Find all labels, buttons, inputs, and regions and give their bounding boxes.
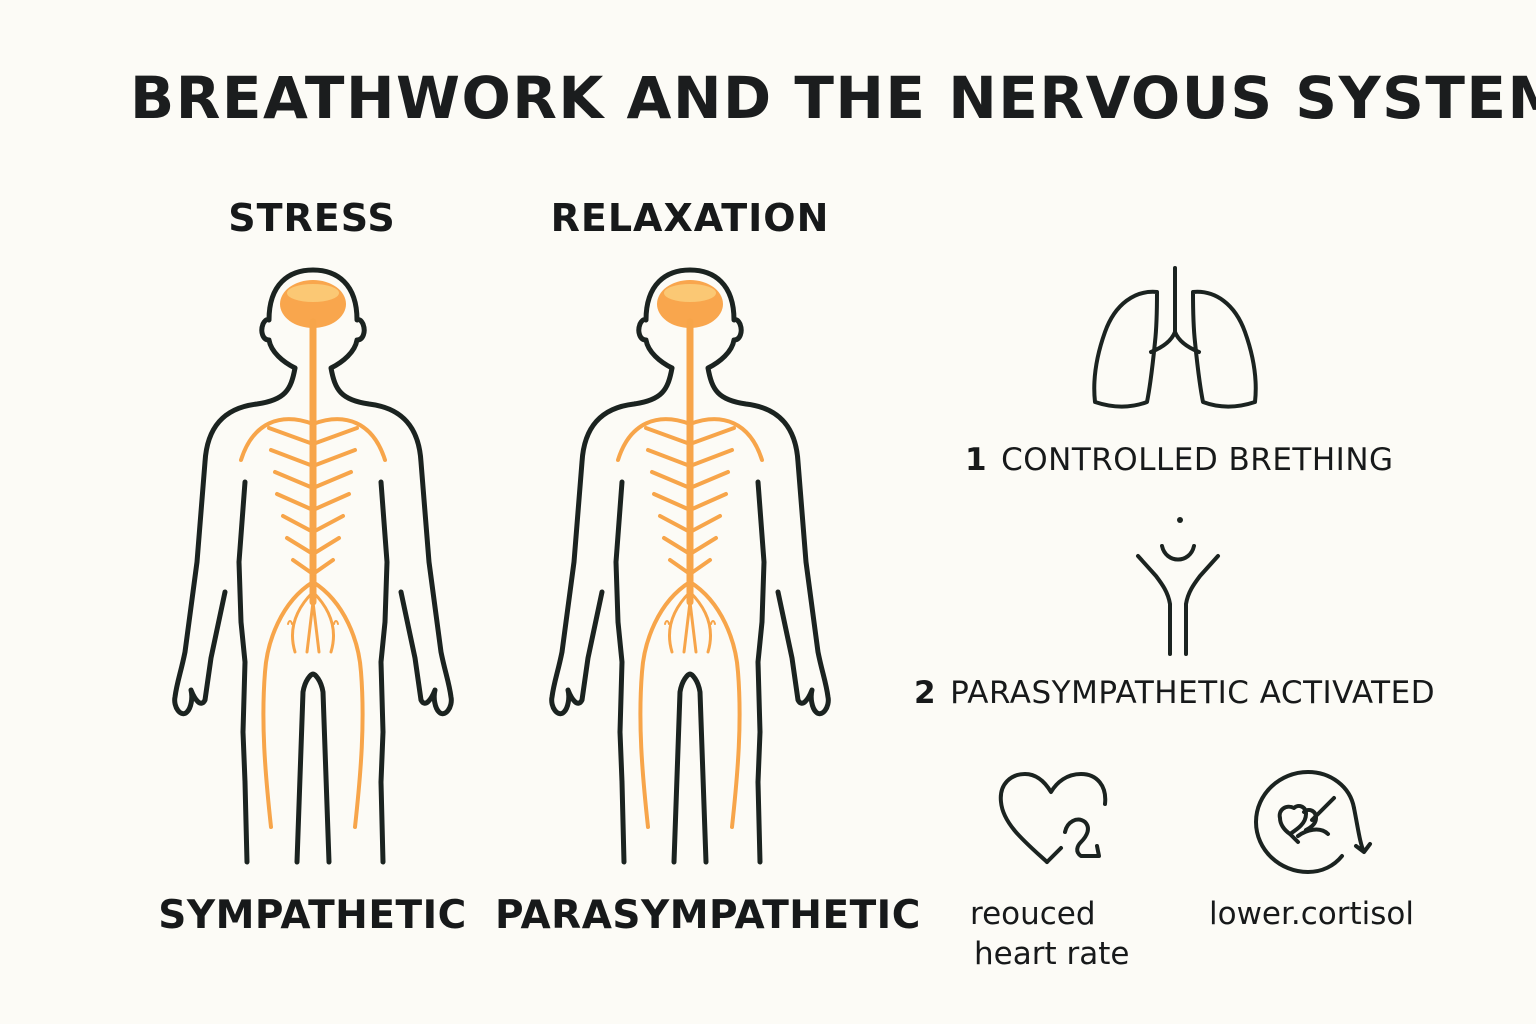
- stress-body-figure: [172, 267, 454, 865]
- outcome-line-2: heart rate: [974, 936, 1130, 972]
- heart-icon: [998, 772, 1108, 864]
- cortisol-icon: [1254, 770, 1372, 874]
- relaxation-body-figure: [549, 267, 831, 865]
- step-number: 1: [965, 442, 988, 478]
- step-parasympathetic-activated: 2 PARASYMPATHETIC ACTIVATED: [914, 675, 1435, 711]
- relaxation-heading: RELAXATION: [550, 196, 830, 240]
- step-number: 2: [914, 675, 937, 711]
- relaxation-nervous-system: [616, 280, 764, 829]
- step-text: CONTROLLED BRETHING: [1001, 442, 1394, 478]
- stress-nervous-system: [239, 280, 387, 829]
- step-text: PARASYMPATHETIC ACTIVATED: [950, 675, 1436, 711]
- page-title: BREATHWORK AND THE NERVOUS SYSTEM: [130, 64, 1536, 132]
- parasympathetic-label: PARASYMPATHETIC: [495, 893, 921, 938]
- outcome-line-1: reouced: [970, 896, 1096, 932]
- lungs-icon: [1092, 266, 1258, 409]
- stress-body-outline: [172, 267, 454, 865]
- sympathetic-label: SYMPATHETIC: [158, 893, 467, 938]
- outcome-cortisol: lower.cortisol: [1209, 896, 1415, 932]
- nerve-icon: [1136, 517, 1220, 656]
- stress-heading: STRESS: [228, 196, 396, 240]
- relaxation-body-outline: [549, 267, 831, 865]
- outcome-heart-rate: reouced heart rate: [970, 894, 1129, 974]
- step-controlled-breathing: 1 CONTROLLED BRETHING: [965, 442, 1394, 478]
